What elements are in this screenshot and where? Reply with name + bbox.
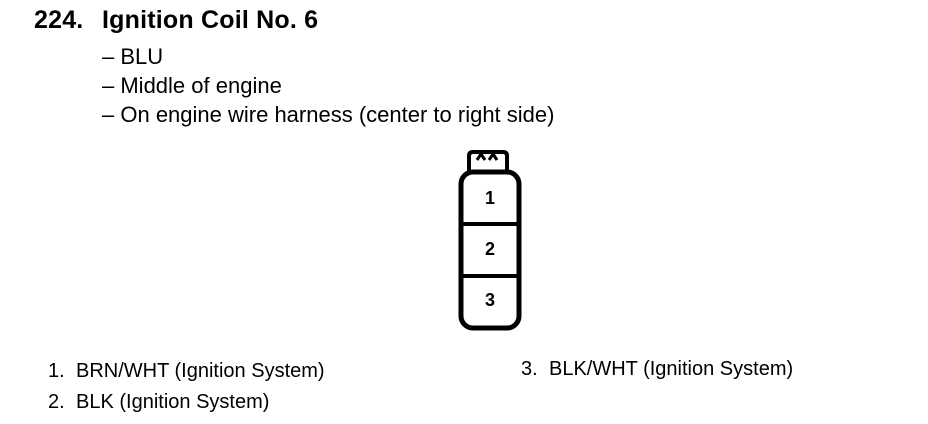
connector-location: Middle of engine [102, 71, 554, 100]
connector-harness: On engine wire harness (center to right … [102, 100, 554, 129]
pin-3-label: 3 [485, 290, 495, 310]
pin-2-label: 2 [485, 239, 495, 259]
terminal-legend-item: 3. BLK/WHT (Ignition System) [521, 354, 793, 385]
terminal-legend-item: 2. BLK (Ignition System) [48, 387, 325, 418]
connector-color: BLU [102, 42, 554, 71]
pin-1-label: 1 [485, 188, 495, 208]
terminal-description: BLK (Ignition System) [76, 391, 270, 413]
terminal-description: BLK/WHT (Ignition System) [549, 358, 794, 380]
terminal-legend-left: 1. BRN/WHT (Ignition System) 2. BLK (Ignit… [48, 356, 325, 418]
connector-latch [467, 150, 509, 172]
connector-name: Ignition Coil No. 6 [102, 6, 319, 34]
terminal-legend-item: 1. BRN/WHT (Ignition System) [48, 356, 325, 387]
connector-number: 224. [34, 6, 84, 34]
terminal-legend-right: 3. BLK/WHT (Ignition System) [521, 354, 793, 385]
terminal-number: 2. [48, 391, 65, 413]
terminal-description: BRN/WHT (Ignition System) [76, 360, 325, 382]
terminal-number: 3. [521, 358, 538, 380]
connector-housing [458, 169, 522, 331]
connector-diagram: 1 2 3 [455, 148, 525, 332]
terminal-number: 1. [48, 360, 65, 382]
connector-details: BLU Middle of engine On engine wire harn… [102, 42, 554, 129]
connector-heading: 224. Ignition Coil No. 6 [34, 6, 318, 35]
